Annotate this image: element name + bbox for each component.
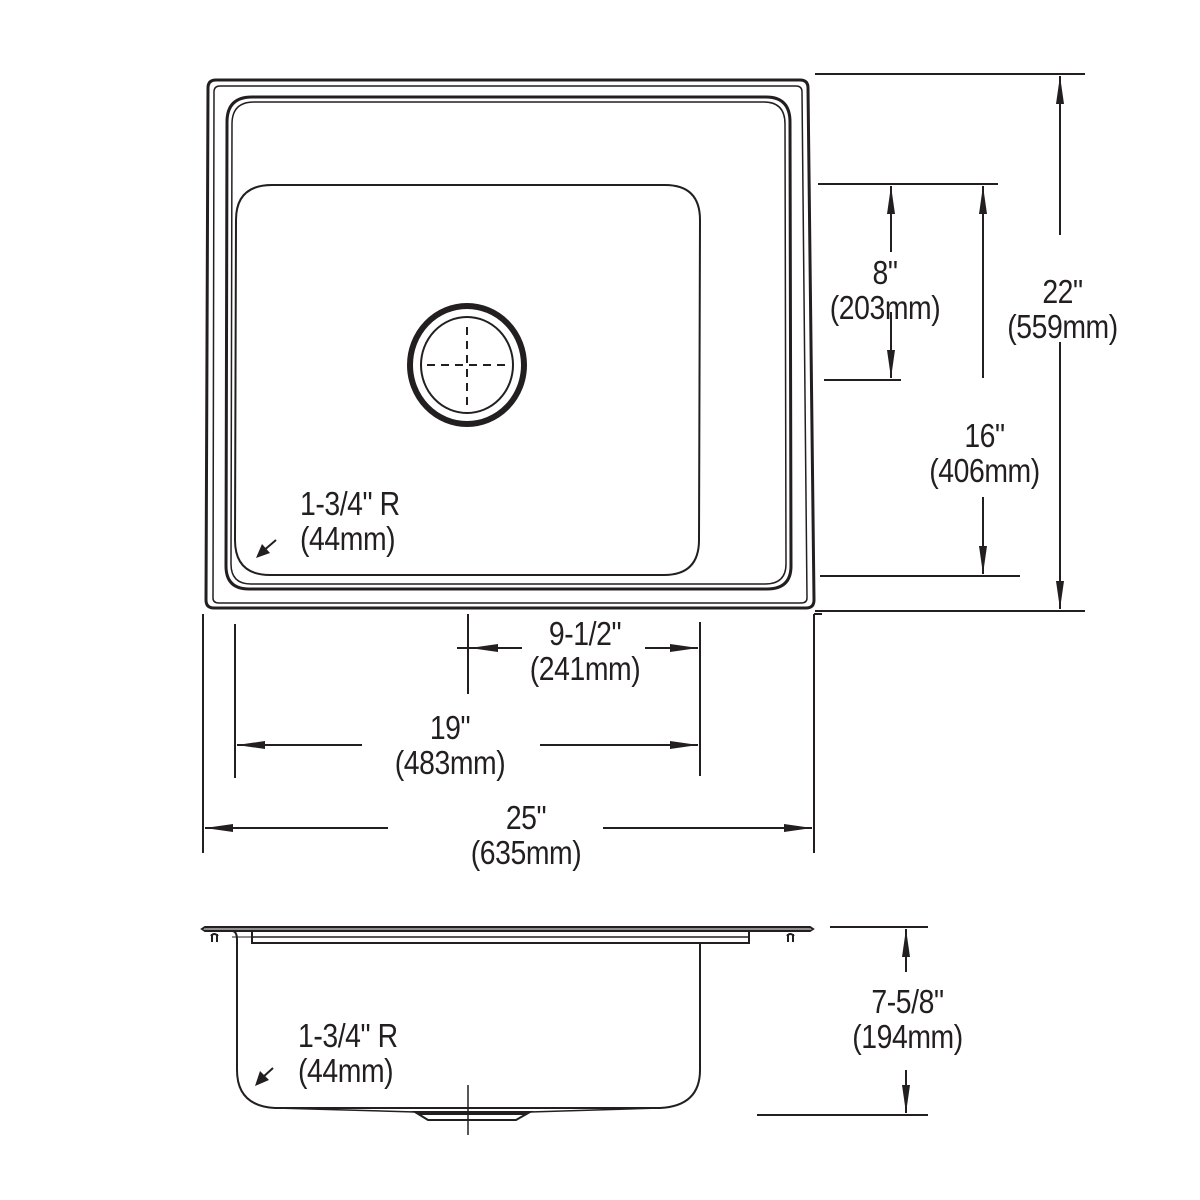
bowl-depth-imperial: 16" — [964, 417, 1005, 454]
top-radius-metric: (44mm) — [300, 520, 396, 557]
inner-rim — [224, 95, 793, 591]
bowl-width-imperial: 19" — [429, 709, 471, 746]
bowl-depth-metric: (406mm) — [929, 452, 1040, 489]
drain-from-back-metric: (203mm) — [829, 289, 941, 326]
overall-depth-metric: (559mm) — [1007, 308, 1118, 345]
overall-depth-label: 22" (559mm) — [1000, 274, 1125, 344]
bowl-depth-label: 16" (406mm) — [922, 418, 1047, 488]
bowl-width-label: 19" (483mm) — [390, 710, 510, 780]
drain-offset-label: 9-1/2" (241mm) — [525, 616, 645, 686]
bowl-height-metric: (194mm) — [852, 1018, 963, 1055]
drain-outer — [407, 303, 527, 427]
drain-from-back-imperial: 8" — [872, 254, 898, 291]
bowl-height-label: 7-5/8" (194mm) — [845, 984, 970, 1054]
dimension-lines-bottom — [202, 613, 822, 853]
side-radius-metric: (44mm) — [298, 1052, 394, 1089]
overall-width-label: 25" (635mm) — [466, 800, 586, 870]
side-radius-imperial: 1-3/4" R — [298, 1017, 398, 1054]
top-view — [204, 78, 816, 610]
bowl-outline — [233, 184, 702, 576]
outer-rim — [204, 78, 816, 610]
overall-depth-imperial: 22" — [1042, 273, 1083, 310]
drain-offset-metric: (241mm) — [529, 650, 641, 687]
side-view — [200, 926, 928, 1135]
bowl-width-metric: (483mm) — [394, 744, 506, 781]
drain-from-back-label: 8" (203mm) — [825, 255, 945, 325]
drain-offset-imperial: 9-1/2" — [548, 615, 622, 652]
overall-width-imperial: 25" — [505, 799, 547, 836]
drain-inner — [420, 316, 514, 414]
dimension-lines-right — [815, 73, 1085, 612]
top-radius-label: 1-3/4" R (44mm) — [300, 486, 400, 556]
top-radius-imperial: 1-3/4" R — [300, 485, 400, 522]
bowl-height-imperial: 7-5/8" — [871, 983, 944, 1020]
side-radius-label: 1-3/4" R (44mm) — [298, 1018, 398, 1088]
bowl-profile — [231, 930, 701, 1109]
overall-width-metric: (635mm) — [470, 834, 582, 871]
